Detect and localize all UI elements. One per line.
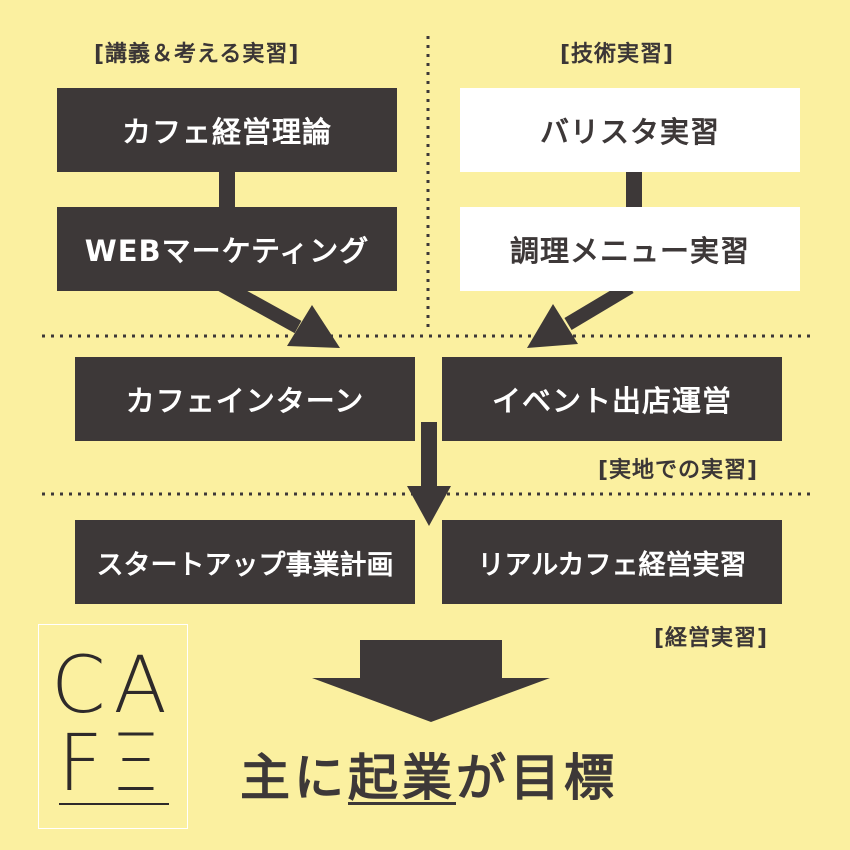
section-label-management: [経営実習] [654,626,769,651]
goal-suffix: が目標 [456,749,618,807]
logo-line-1: CA [51,641,175,731]
connector-lecture [219,170,235,210]
arrow-right-shaft [564,280,634,331]
arrow-big-down [312,640,550,722]
cafe-logo: CA FΞ [38,624,188,829]
box-cooking-menu: 調理メニュー実習 [460,207,800,291]
arrow-left-head [287,305,340,348]
logo-line-2: FΞ [57,719,169,809]
box-real-cafe: リアルカフェ経営実習 [442,520,782,604]
section-label-field: [実地での実習] [598,458,759,483]
arrow-center-head [407,486,451,526]
arrow-left-shaft [218,278,302,334]
goal-highlight: 起業 [348,749,456,807]
section-label-technical: [技術実習] [560,42,675,67]
arrow-right-head [527,304,578,348]
connector-technical [626,170,642,210]
section-label-lecture: [講義＆考える実習] [94,42,300,67]
box-startup-plan: スタートアップ事業計画 [75,520,415,604]
box-barista: バリスタ実習 [460,88,800,172]
box-cafe-intern: カフェインターン [75,357,415,441]
arrow-center-shaft [421,422,437,490]
box-cafe-theory: カフェ経営理論 [57,88,397,172]
logo-underline [59,803,169,805]
goal-prefix: 主に [240,749,348,807]
goal-text: 主に起業が目標 [240,738,618,810]
box-event-store: イベント出店運営 [442,357,782,441]
box-web-marketing: WEBマーケティング [57,207,397,291]
